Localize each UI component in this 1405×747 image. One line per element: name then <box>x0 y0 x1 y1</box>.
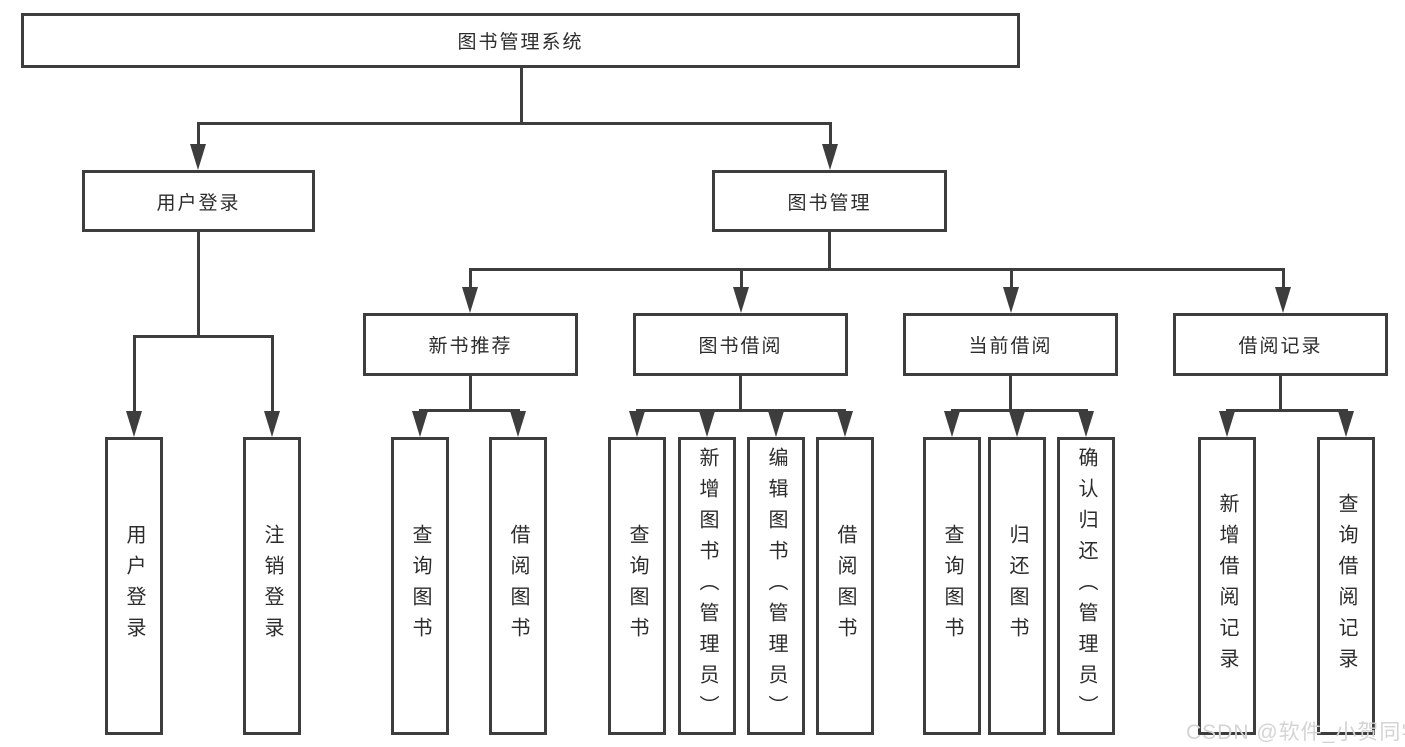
arrow-down-icon <box>412 411 428 437</box>
leaf-logout: 注销登录 <box>243 437 301 735</box>
connector-line <box>469 376 472 412</box>
leaf-recommend-query-books: 查询图书 <box>391 437 449 735</box>
node-label: 图书借阅 <box>698 336 783 357</box>
connector-line <box>1010 268 1013 290</box>
connector-line <box>133 335 274 338</box>
leaf-current-return-books: 归还图书 <box>988 437 1046 735</box>
arrow-down-icon <box>1003 287 1019 313</box>
connector-line <box>1226 409 1348 412</box>
connector-line <box>829 122 832 148</box>
node-borrowing-records: 借阅记录 <box>1173 313 1388 376</box>
connector-line <box>133 335 136 413</box>
leaf-label: 查询图书 <box>409 524 431 648</box>
arrow-down-icon <box>768 411 784 437</box>
leaf-label: 编辑图书（管理员） <box>765 446 787 726</box>
leaf-current-query-books: 查询图书 <box>923 437 981 735</box>
node-label: 用户登录 <box>156 192 241 214</box>
connector-line <box>951 409 1088 412</box>
leaf-label: 新增借阅记录 <box>1216 493 1238 679</box>
node-new-book-recommend: 新书推荐 <box>363 313 578 376</box>
arrow-down-icon <box>1338 411 1354 437</box>
node-label: 借阅记录 <box>1238 336 1323 357</box>
arrow-down-icon <box>699 411 715 437</box>
node-label: 新书推荐 <box>428 336 513 357</box>
leaf-label: 查询图书 <box>626 524 648 648</box>
leaf-label: 借阅图书 <box>507 524 529 648</box>
leaf-borrowing-edit-books-admin: 编辑图书（管理员） <box>747 437 805 735</box>
connector-line <box>197 122 200 148</box>
node-current-borrowing: 当前借阅 <box>903 313 1118 376</box>
connector-line <box>197 122 832 125</box>
arrow-down-icon <box>837 411 853 437</box>
arrow-down-icon <box>629 411 645 437</box>
arrow-down-icon <box>1009 411 1025 437</box>
leaf-label: 借阅图书 <box>834 524 856 648</box>
leaf-current-confirm-return-admin: 确认归还（管理员） <box>1057 437 1115 735</box>
connector-line <box>271 335 274 413</box>
arrow-down-icon <box>822 144 838 170</box>
leaf-borrowing-borrow-books: 借阅图书 <box>816 437 874 735</box>
node-label: 图书管理系统 <box>457 32 584 53</box>
connector-line <box>197 232 200 335</box>
connector-line <box>419 409 520 412</box>
watermark-text: CSDN @软件_小贺同学 <box>1186 721 1405 744</box>
leaf-label: 新增图书（管理员） <box>696 446 718 726</box>
arrow-down-icon <box>1275 287 1291 313</box>
connector-line <box>469 268 472 290</box>
node-book-borrowing: 图书借阅 <box>633 313 848 376</box>
connector-line <box>739 376 742 412</box>
connector-line <box>469 268 1285 271</box>
leaf-label: 查询借阅记录 <box>1335 493 1357 679</box>
leaf-label: 注销登录 <box>261 524 283 648</box>
leaf-records-add-record: 新增借阅记录 <box>1198 437 1256 735</box>
node-label: 当前借阅 <box>968 336 1053 357</box>
node-book-management: 图书管理 <box>712 170 947 232</box>
arrow-down-icon <box>462 287 478 313</box>
arrow-down-icon <box>190 144 206 170</box>
arrow-down-icon <box>1219 411 1235 437</box>
node-library-management-system: 图书管理系统 <box>21 13 1020 68</box>
leaf-borrowing-add-books-admin: 新增图书（管理员） <box>678 437 736 735</box>
connector-line <box>828 232 831 270</box>
leaf-records-query-record: 查询借阅记录 <box>1317 437 1375 735</box>
arrow-down-icon <box>510 411 526 437</box>
connector-line <box>1009 376 1012 412</box>
connector-line <box>1279 376 1282 412</box>
connector-line <box>740 268 743 290</box>
arrow-down-icon <box>733 287 749 313</box>
leaf-recommend-borrow-books: 借阅图书 <box>489 437 547 735</box>
connector-line <box>520 67 523 122</box>
leaf-label: 确认归还（管理员） <box>1075 446 1097 726</box>
leaf-borrowing-query-books: 查询图书 <box>608 437 666 735</box>
arrow-down-icon <box>126 411 142 437</box>
node-label: 图书管理 <box>787 192 872 214</box>
leaf-label: 归还图书 <box>1006 524 1028 648</box>
leaf-user-login: 用户登录 <box>105 437 163 735</box>
arrow-down-icon <box>944 411 960 437</box>
connector-line <box>636 409 846 412</box>
arrow-down-icon <box>264 411 280 437</box>
connector-line <box>1282 268 1285 290</box>
arrow-down-icon <box>1078 411 1094 437</box>
leaf-label: 查询图书 <box>941 524 963 648</box>
node-user-login: 用户登录 <box>82 170 315 232</box>
leaf-label: 用户登录 <box>123 524 145 648</box>
